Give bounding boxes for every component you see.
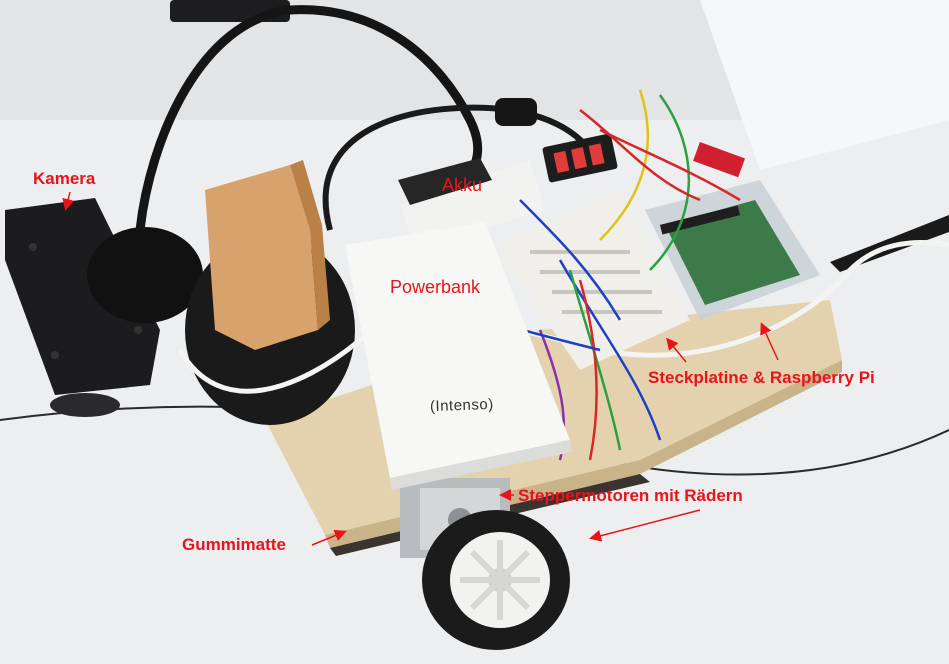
- ferrite-bead: [495, 98, 537, 126]
- camera-screw: [134, 326, 142, 334]
- camera-cable: [135, 5, 483, 231]
- wooden-block: [205, 165, 318, 350]
- camera-screw: [51, 351, 59, 359]
- label-battery: Akku: [442, 175, 483, 195]
- seven-segment-digits: [553, 143, 605, 173]
- raspberry-pi-board: [665, 200, 800, 305]
- arrow-camera: [62, 191, 75, 211]
- battery-pack: [400, 160, 545, 250]
- light-reflection: [700, 0, 949, 170]
- label-stepper-motors: Steppermotoren mit Rädern: [518, 486, 743, 505]
- usb-cable: [322, 104, 603, 231]
- powerbank: [345, 222, 570, 478]
- camera-body: [5, 198, 160, 395]
- wooden-chassis-edge: [325, 360, 842, 548]
- camera-base: [87, 227, 203, 323]
- battery-velcro: [398, 158, 492, 205]
- wheel-spokes: [460, 540, 540, 620]
- label-breadboard-raspberry-pi: Steckplatine & Raspberry Pi: [648, 368, 875, 387]
- table-black-tape: [830, 215, 949, 272]
- wooden-block-side: [290, 160, 330, 330]
- jumper-wires: [489, 89, 741, 461]
- red-connector: [693, 142, 746, 178]
- arrow-raspberry-pi: [760, 322, 779, 361]
- arrow-rubber-mat: [311, 529, 347, 546]
- arrow-wheel: [589, 509, 701, 542]
- arrow-breadboard: [666, 337, 687, 363]
- camera-lens: [50, 393, 120, 417]
- label-rubber-mat: Gummimatte: [182, 535, 286, 554]
- camera-screw: [29, 243, 37, 251]
- label-powerbank: Powerbank: [390, 277, 481, 297]
- label-camera: Kamera: [33, 169, 96, 188]
- powerbank-edge: [390, 440, 572, 490]
